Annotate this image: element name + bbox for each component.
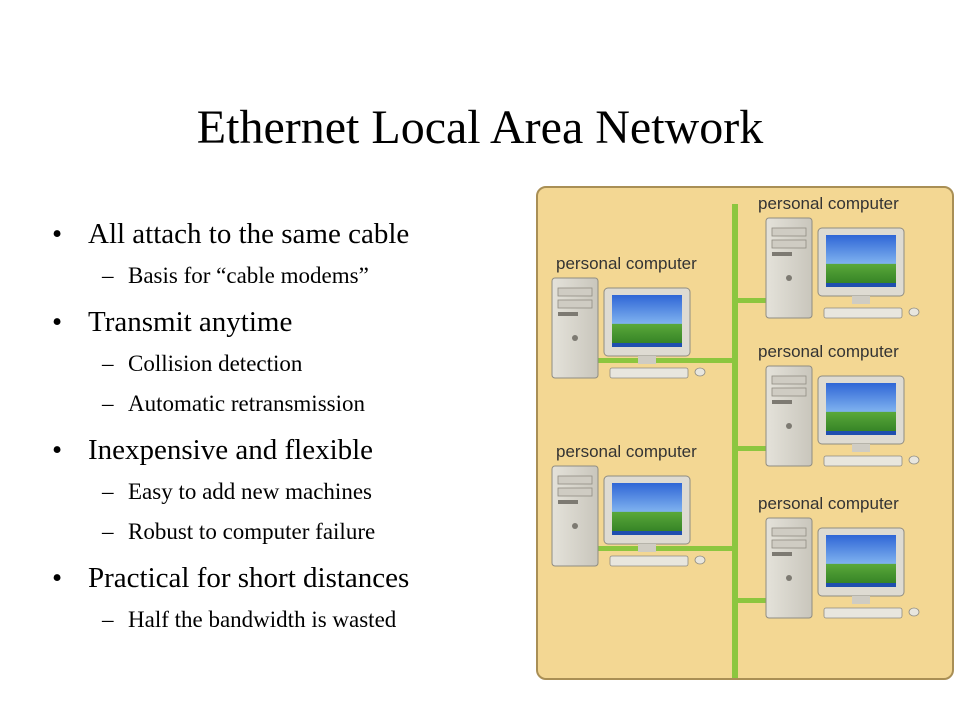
pc-label: personal computer [758,194,899,213]
drive-bay [771,375,807,385]
floppy-slot [772,252,792,256]
monitor-stand [638,356,656,364]
bullet-item: • Practical for short distances [52,556,522,600]
floppy-slot [558,500,578,504]
drive-bay [771,527,807,537]
mouse [694,367,706,377]
sub-bullet-text: Easy to add new machines [128,479,372,504]
power-button [786,423,792,429]
bullet-text: All attach to the same cable [88,218,410,250]
power-button [786,275,792,281]
sub-bullet-text: Basis for “cable modems” [128,263,369,288]
personal-computer [735,365,920,467]
slide-title: Ethernet Local Area Network [196,101,764,154]
taskbar [826,431,896,435]
sub-bullet-text: Collision detection [128,351,303,376]
drive-bay [557,287,593,297]
keyboard [823,307,903,319]
bullet-glyph: • [52,562,63,594]
sub-bullet-text: Robust to computer failure [128,519,376,544]
sub-bullet-item: – Easy to add new machines [52,472,522,512]
dash-glyph: – [102,519,114,544]
ethernet-diagram: personal computer personal computer pers… [536,186,954,680]
taskbar [826,583,896,587]
bullet-item: • All attach to the same cable [52,212,522,256]
mouse [908,455,920,465]
cable-tap [592,546,735,551]
bullet-text: Inexpensive and flexible [88,434,374,466]
network-illustration [551,204,920,678]
drive-bay [557,475,593,485]
ethernet-cable [732,204,738,678]
keyboard [823,455,903,467]
bullet-item: • Transmit anytime [52,300,522,344]
personal-computer [735,217,920,319]
monitor-stand [852,444,870,452]
pc-label: personal computer [758,494,899,513]
sub-bullet-item: – Robust to computer failure [52,512,522,552]
sub-bullet-text: Half the bandwidth is wasted [128,607,397,632]
floppy-slot [772,400,792,404]
bullet-glyph: • [52,218,63,250]
monitor-screen [826,383,896,435]
personal-computer [551,465,735,567]
monitor-screen [826,535,896,587]
monitor-stand [638,544,656,552]
floppy-slot [558,312,578,316]
drive-bay [771,227,807,237]
dash-glyph: – [102,479,114,504]
cable-tap [735,598,772,603]
mouse [694,555,706,565]
power-button [572,335,578,341]
keyboard [609,555,689,567]
floppy-slot [772,552,792,556]
power-button [572,523,578,529]
taskbar [826,283,896,287]
drive-bay [557,487,593,497]
sub-bullet-text: Automatic retransmission [128,391,365,416]
bullet-text: Transmit anytime [88,306,293,338]
personal-computer [735,517,920,619]
mouse [908,307,920,317]
bullet-list: • All attach to the same cable – Basis f… [52,212,522,640]
monitor-screen [612,483,682,535]
dash-glyph: – [102,351,114,376]
pc-label: personal computer [556,442,697,461]
power-button [786,575,792,581]
drive-bay [771,239,807,249]
drive-bay [771,539,807,549]
bullet-text: Practical for short distances [88,562,410,594]
pc-label: personal computer [556,254,697,273]
sub-bullet-item: – Basis for “cable modems” [52,256,522,296]
keyboard [823,607,903,619]
dash-glyph: – [102,607,114,632]
taskbar [612,343,682,347]
monitor-stand [852,596,870,604]
keyboard [609,367,689,379]
drive-bay [557,299,593,309]
personal-computer [551,277,735,379]
bullet-item: • Inexpensive and flexible [52,428,522,472]
taskbar [612,531,682,535]
cable-tap [592,358,735,363]
dash-glyph: – [102,263,114,288]
sub-bullet-item: – Half the bandwidth is wasted [52,600,522,640]
pc-label: personal computer [758,342,899,361]
cable-tap [735,446,772,451]
sub-bullet-item: – Collision detection [52,344,522,384]
bullet-glyph: • [52,434,63,466]
monitor-stand [852,296,870,304]
drive-bay [771,387,807,397]
mouse [908,607,920,617]
dash-glyph: – [102,391,114,416]
bullet-glyph: • [52,306,63,338]
monitor-screen [826,235,896,287]
sub-bullet-item: – Automatic retransmission [52,384,522,424]
monitor-screen [612,295,682,347]
cable-tap [735,298,772,303]
